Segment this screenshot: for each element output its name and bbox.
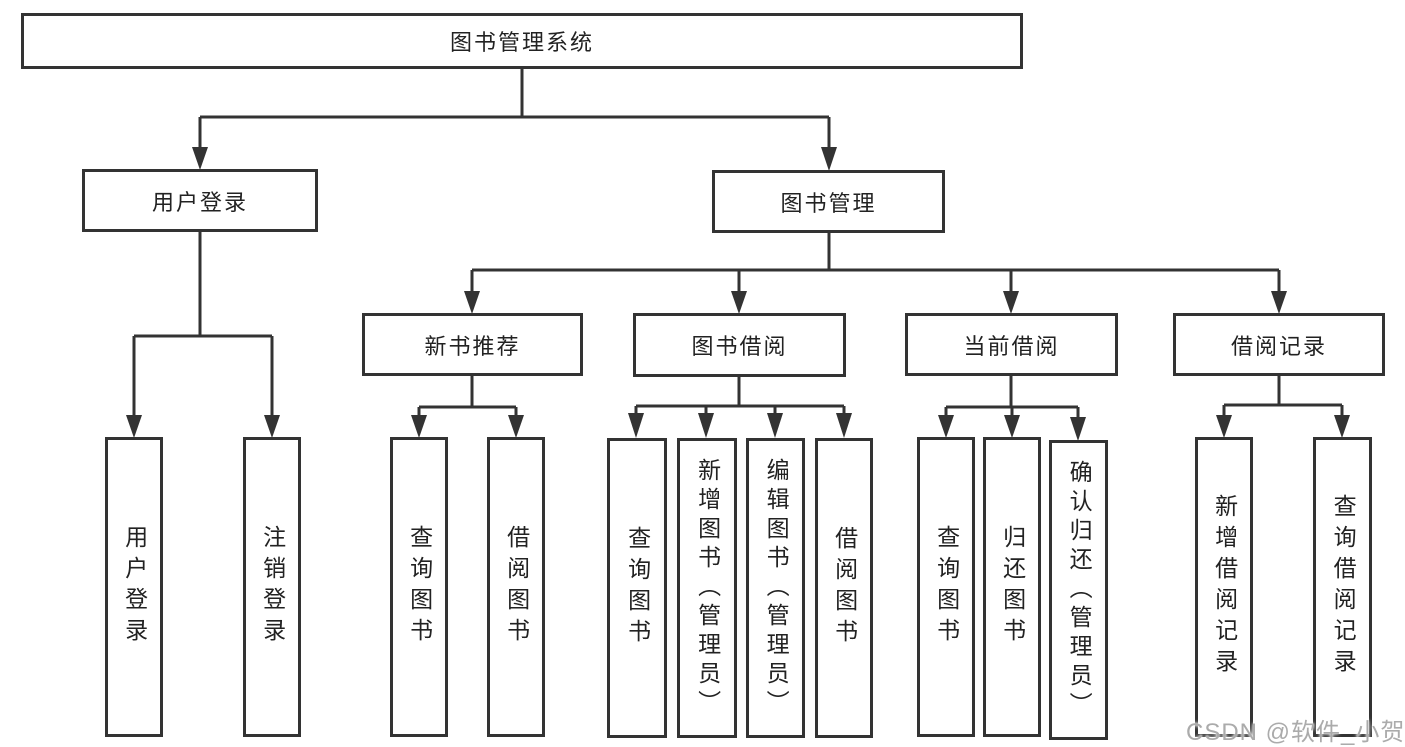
leaf-current-return-books-label: 归还图书	[999, 525, 1026, 649]
leaf-recommend-query-books-label: 查询图书	[406, 525, 433, 649]
leaf-current-confirm-return-admin-label: 确认归还（管理员）	[1066, 459, 1093, 721]
leaf-current-return-books: 归还图书	[983, 437, 1041, 737]
node-book-borrowing-label: 图书借阅	[691, 334, 788, 359]
leaf-current-query-books: 查询图书	[917, 437, 975, 737]
leaf-borrow-query-books: 查询图书	[607, 438, 667, 738]
leaf-records-query-record-label: 查询借阅记录	[1330, 494, 1357, 680]
leaf-records-add-record-label: 新增借阅记录	[1211, 494, 1238, 680]
leaf-borrow-borrow-books: 借阅图书	[815, 438, 873, 738]
node-root-label: 图书管理系统	[449, 30, 594, 55]
leaf-recommend-borrow-books: 借阅图书	[487, 437, 545, 737]
node-borrowing-records-label: 借阅记录	[1230, 333, 1327, 359]
leaf-user-login-label: 用户登录	[121, 525, 148, 649]
node-user-login: 用户登录	[82, 169, 318, 232]
leaf-logout: 注销登录	[243, 437, 301, 737]
node-new-book-recommendation-label: 新书推荐	[424, 333, 521, 359]
node-current-borrowing: 当前借阅	[905, 313, 1118, 376]
leaf-recommend-query-books: 查询图书	[390, 437, 448, 737]
leaf-current-confirm-return-admin: 确认归还（管理员）	[1049, 440, 1108, 740]
leaf-current-query-books-label: 查询图书	[933, 525, 960, 649]
node-current-borrowing-label: 当前借阅	[963, 333, 1060, 359]
node-book-borrowing: 图书借阅	[633, 313, 846, 377]
node-borrowing-records: 借阅记录	[1173, 313, 1385, 376]
node-user-login-label: 用户登录	[151, 189, 248, 215]
leaf-borrow-borrow-books-label: 借阅图书	[831, 526, 858, 650]
leaf-recommend-borrow-books-label: 借阅图书	[503, 525, 530, 649]
leaf-borrow-edit-books-admin: 编辑图书（管理员）	[746, 438, 805, 738]
leaf-borrow-add-books-admin: 新增图书（管理员）	[677, 438, 737, 738]
watermark: CSDN @软件_小贺同学	[1186, 719, 1405, 746]
leaf-user-login: 用户登录	[105, 437, 163, 737]
leaf-records-query-record: 查询借阅记录	[1313, 437, 1372, 737]
leaf-borrow-query-books-label: 查询图书	[624, 526, 651, 650]
node-new-book-recommendation: 新书推荐	[362, 313, 583, 376]
node-book-management-label: 图书管理	[780, 190, 877, 216]
leaf-borrow-edit-books-admin-label: 编辑图书（管理员）	[763, 457, 790, 719]
leaf-borrow-add-books-admin-label: 新增图书（管理员）	[694, 457, 721, 719]
node-root: 图书管理系统	[21, 13, 1023, 69]
leaf-records-add-record: 新增借阅记录	[1195, 437, 1253, 737]
leaf-logout-label: 注销登录	[259, 525, 286, 649]
node-book-management: 图书管理	[712, 170, 945, 233]
